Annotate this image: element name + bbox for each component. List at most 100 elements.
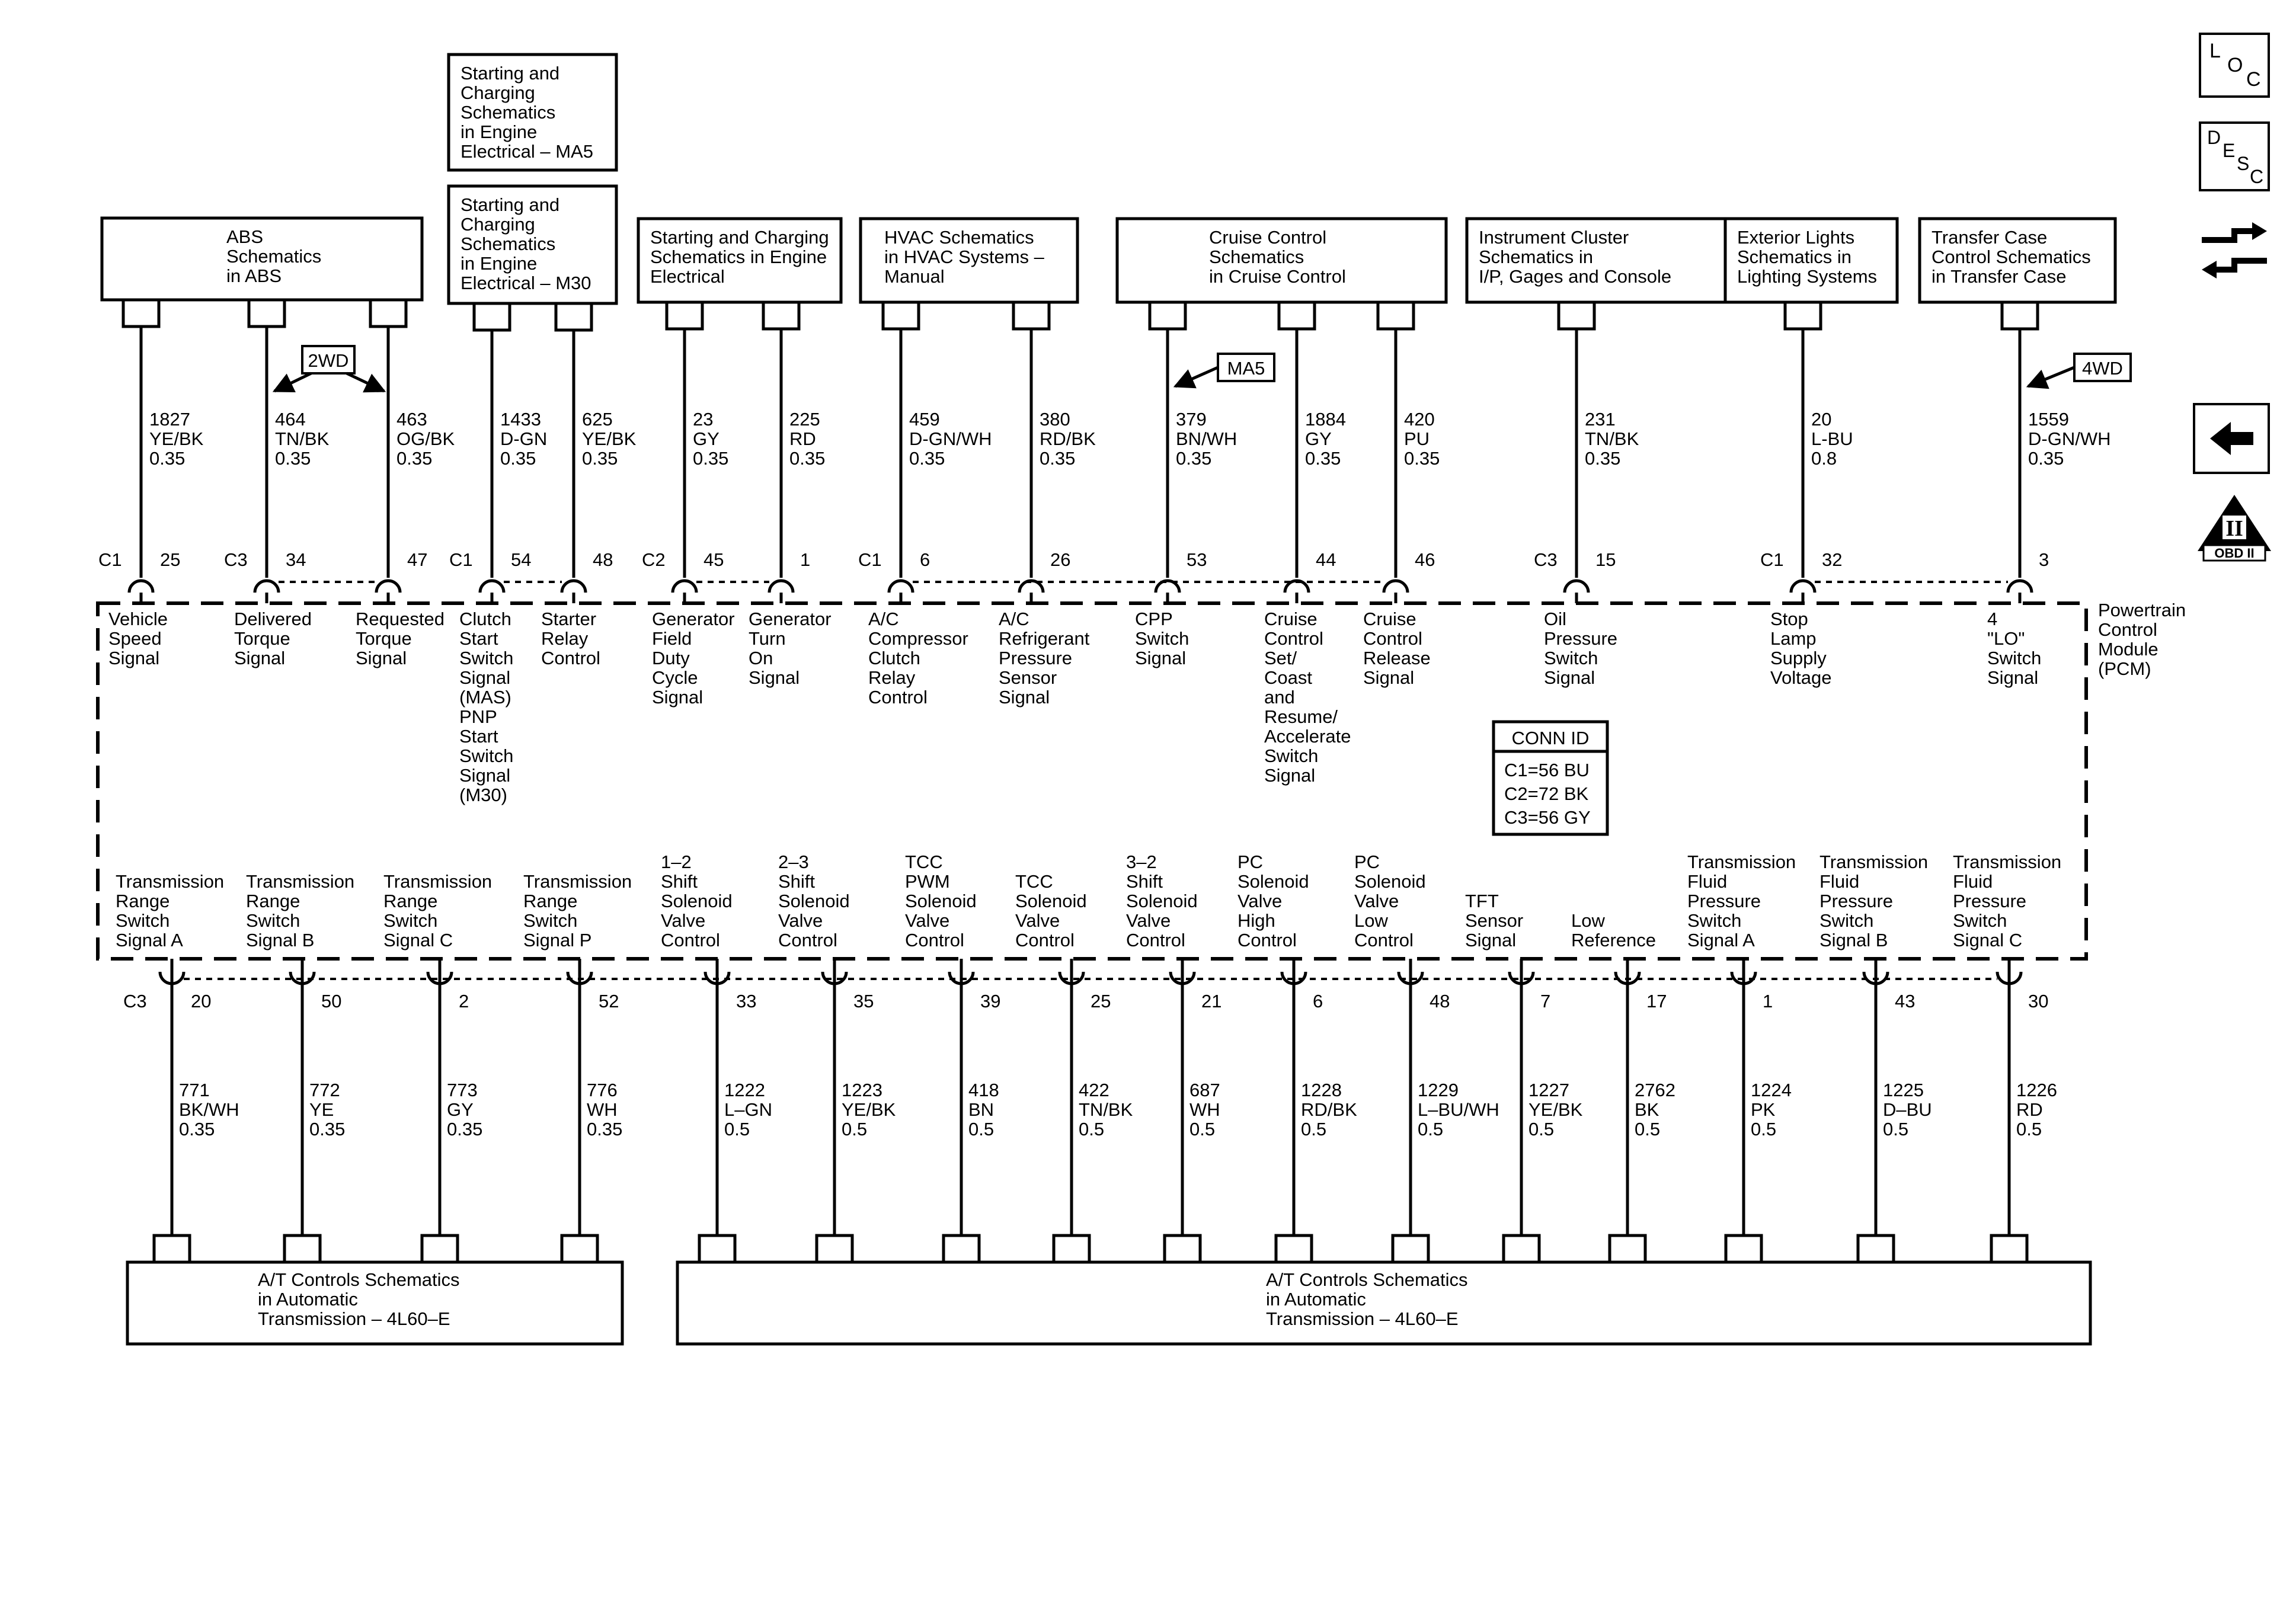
harness-connector-symbol	[881, 302, 920, 331]
pin-terminal	[1154, 579, 1181, 593]
harness-connector-symbol	[1012, 302, 1051, 331]
at-controls-reference-box[interactable]	[676, 1260, 2092, 1346]
svg-text:D: D	[2207, 127, 2221, 148]
tag-arrow	[346, 372, 386, 393]
obd-button[interactable]: II OBD II	[2193, 492, 2276, 563]
svg-text:2WD: 2WD	[308, 350, 349, 371]
harness-connector-symbol	[1274, 1234, 1313, 1262]
schematic-reference-box[interactable]	[100, 216, 424, 302]
loc-button[interactable]: L O C	[2199, 33, 2270, 98]
tag-arrow	[272, 372, 312, 393]
harness-connector-symbol	[2000, 302, 2039, 331]
conn-id-title: CONN ID	[1512, 728, 1590, 748]
svg-text:L: L	[2209, 40, 2221, 62]
pin-number: 54	[511, 549, 531, 570]
connector-id: C3	[123, 991, 147, 1012]
svg-text:4WD: 4WD	[2082, 358, 2123, 379]
desc-icon: D E S C	[2207, 127, 2263, 187]
pin-number: 34	[286, 549, 306, 570]
pin-number: 46	[1415, 549, 1435, 570]
pin-number: 20	[191, 991, 211, 1012]
back-button[interactable]	[2193, 403, 2270, 474]
harness-connector-symbol	[1163, 1234, 1202, 1262]
connector-view-button[interactable]	[2193, 210, 2276, 293]
schematic-reference-box[interactable]	[447, 53, 618, 172]
schematic-reference-box[interactable]	[447, 184, 618, 305]
at-controls-reference-box[interactable]	[126, 1260, 624, 1346]
harness-connector-symbol	[247, 300, 286, 328]
connector-view-icon	[2202, 222, 2267, 279]
option-tag-4wd: 4WD	[2073, 353, 2132, 382]
pin-number: 7	[1540, 991, 1550, 1012]
pin-number: 21	[1201, 991, 1221, 1012]
pin-terminal	[127, 579, 155, 593]
schematic-reference-box[interactable]	[1723, 217, 1899, 304]
schematic-reference-box[interactable]	[1115, 217, 1448, 304]
pin-number: 43	[1895, 991, 1915, 1012]
pin-number: 6	[920, 549, 930, 570]
pin-terminal	[1382, 579, 1409, 593]
tag-arrow	[1173, 366, 1219, 389]
desc-button[interactable]: D E S C	[2199, 121, 2270, 191]
harness-connector-symbol	[1783, 302, 1822, 331]
pin-number: 33	[736, 991, 756, 1012]
pin-terminal	[253, 579, 280, 593]
pin-number: 30	[2028, 991, 2048, 1012]
option-tag-2wd: 2WD	[301, 345, 356, 375]
harness-connector-symbol	[1724, 1234, 1763, 1262]
harness-connector-symbol	[472, 303, 511, 332]
obd-label: OBD II	[2214, 546, 2254, 561]
pin-number: 47	[407, 549, 427, 570]
connector-id: C3	[224, 549, 248, 570]
pin-number: 50	[321, 991, 341, 1012]
harness-connector-symbol	[283, 1234, 322, 1262]
pin-number: 25	[160, 549, 180, 570]
pin-number: 2	[459, 991, 469, 1012]
option-tag-ma5: MA5	[1217, 353, 1275, 382]
pin-terminal	[375, 579, 402, 593]
schematic-reference-box[interactable]	[637, 217, 843, 304]
pin-number: 35	[853, 991, 874, 1012]
pin-terminal	[560, 579, 587, 593]
harness-connector-symbol	[942, 1234, 981, 1262]
harness-connector-symbol	[1608, 1234, 1647, 1262]
pin-terminal	[478, 579, 506, 593]
schematic-reference-box[interactable]	[1918, 217, 2117, 304]
svg-text:E: E	[2223, 140, 2235, 161]
pin-number: 3	[2039, 549, 2049, 570]
schematic-reference-box[interactable]	[859, 217, 1079, 304]
harness-connector-symbol	[1391, 1234, 1430, 1262]
pin-number: 48	[593, 549, 613, 570]
